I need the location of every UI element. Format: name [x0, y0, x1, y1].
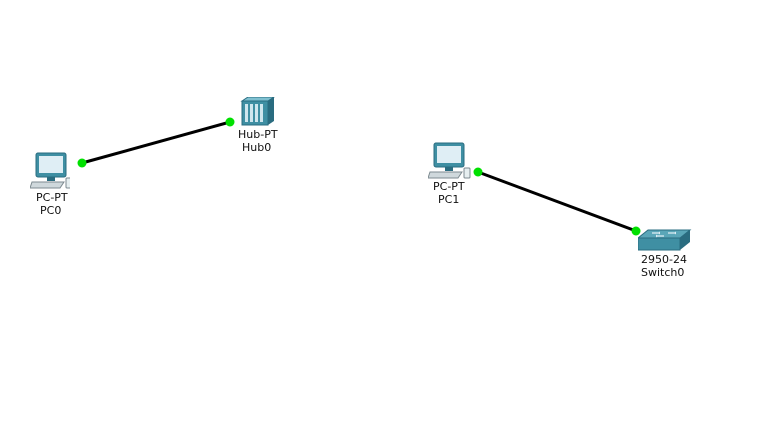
link-status-light	[77, 158, 87, 168]
pc-icon	[428, 142, 471, 179]
device-model-label: PC-PT	[36, 191, 68, 204]
cable-pc0-hub0[interactable]	[81, 120, 231, 165]
hub-icon	[240, 97, 275, 126]
link-status-light	[631, 226, 641, 236]
switch-icon	[638, 229, 692, 251]
device-pc0[interactable]: PC-PT PC0	[30, 152, 80, 217]
link-status-light	[473, 167, 483, 177]
device-model-label: 2950-24	[641, 253, 687, 266]
link-status-light	[225, 117, 235, 127]
device-switch0[interactable]: 2950-24 Switch0	[636, 228, 696, 282]
device-hub0[interactable]: Hub-PT Hub0	[236, 97, 286, 157]
device-pc1[interactable]: PC-PT PC1	[428, 142, 478, 206]
device-name-label: Hub0	[242, 141, 272, 154]
device-name-label: Switch0	[641, 266, 685, 279]
device-name-label: PC1	[438, 193, 460, 206]
device-model-label: Hub-PT	[238, 128, 278, 141]
pc-icon	[30, 152, 70, 189]
device-name-label: PC0	[40, 204, 62, 217]
cable-pc1-switch0[interactable]	[477, 170, 637, 233]
device-model-label: PC-PT	[433, 180, 465, 193]
